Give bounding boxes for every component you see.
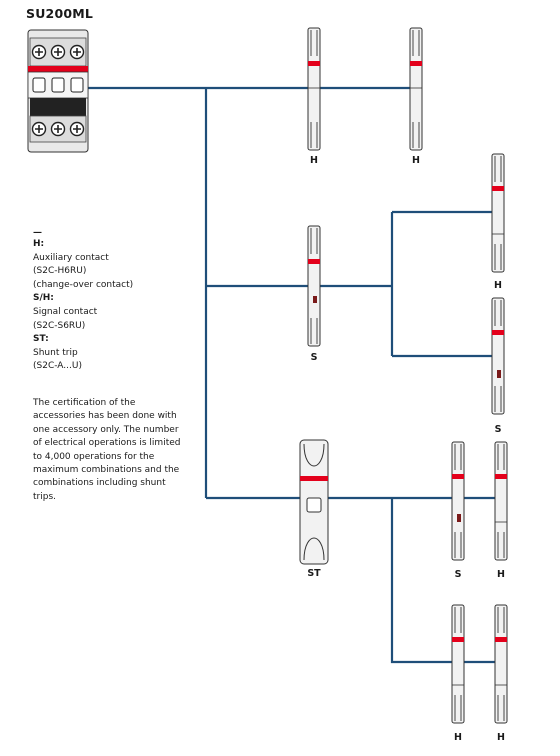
label-s-r3: S xyxy=(455,569,462,580)
label-s-r2-bottom: S xyxy=(495,424,502,435)
label-h-r1b: H xyxy=(412,155,420,166)
aux-contact-module-r3 xyxy=(494,441,508,561)
legend-key-st: ST: xyxy=(33,334,49,345)
aux-contact-module-r1b xyxy=(409,27,423,151)
main-breaker-su200ml xyxy=(27,29,89,153)
signal-contact-module-r2 xyxy=(307,225,321,347)
legend-dash: — xyxy=(33,228,42,238)
label-s-r2-mid: S xyxy=(311,352,318,363)
aux-contact-module-r4b xyxy=(494,604,508,724)
legend: — H: Auxiliary contact (S2C-H6RU) (chang… xyxy=(33,228,133,374)
label-st: ST xyxy=(307,568,321,579)
note-text: The certification of the accessories has… xyxy=(33,398,181,502)
aux-contact-module-r2-top xyxy=(491,153,505,273)
legend-desc-h-1: Auxiliary contact xyxy=(33,252,109,263)
legend-desc-st-2: (S2C-A...U) xyxy=(33,361,82,372)
aux-contact-module-r4a xyxy=(451,604,465,724)
connection-lines xyxy=(87,86,497,664)
label-h-r2-top: H xyxy=(494,280,502,291)
label-h-r4a: H xyxy=(454,732,462,743)
legend-desc-h-3: (change-over contact) xyxy=(33,279,134,290)
label-h-r3: H xyxy=(497,569,505,580)
legend-desc-sh-1: Signal contact xyxy=(33,306,98,317)
branch-line-right-top xyxy=(310,210,497,358)
legend-desc-h-2: (S2C-H6RU) xyxy=(33,266,87,277)
shunt-trip-module xyxy=(299,439,329,565)
main-trunk-line xyxy=(87,86,420,498)
legend-key-sh: S/H: xyxy=(33,293,54,304)
signal-contact-module-r3 xyxy=(451,441,465,561)
legend-desc-sh-2: (S2C-S6RU) xyxy=(33,320,86,331)
legend-desc-st-1: Shunt trip xyxy=(33,347,78,358)
aux-contact-module-r1a xyxy=(307,27,321,151)
legend-key-h: H: xyxy=(33,239,45,249)
label-h-r1a: H xyxy=(310,155,318,166)
page-title: SU200ML xyxy=(26,6,94,21)
signal-contact-module-r2-bottom xyxy=(491,297,505,415)
label-h-r4b: H xyxy=(497,732,505,743)
certification-note: The certification of the accessories has… xyxy=(33,397,183,504)
